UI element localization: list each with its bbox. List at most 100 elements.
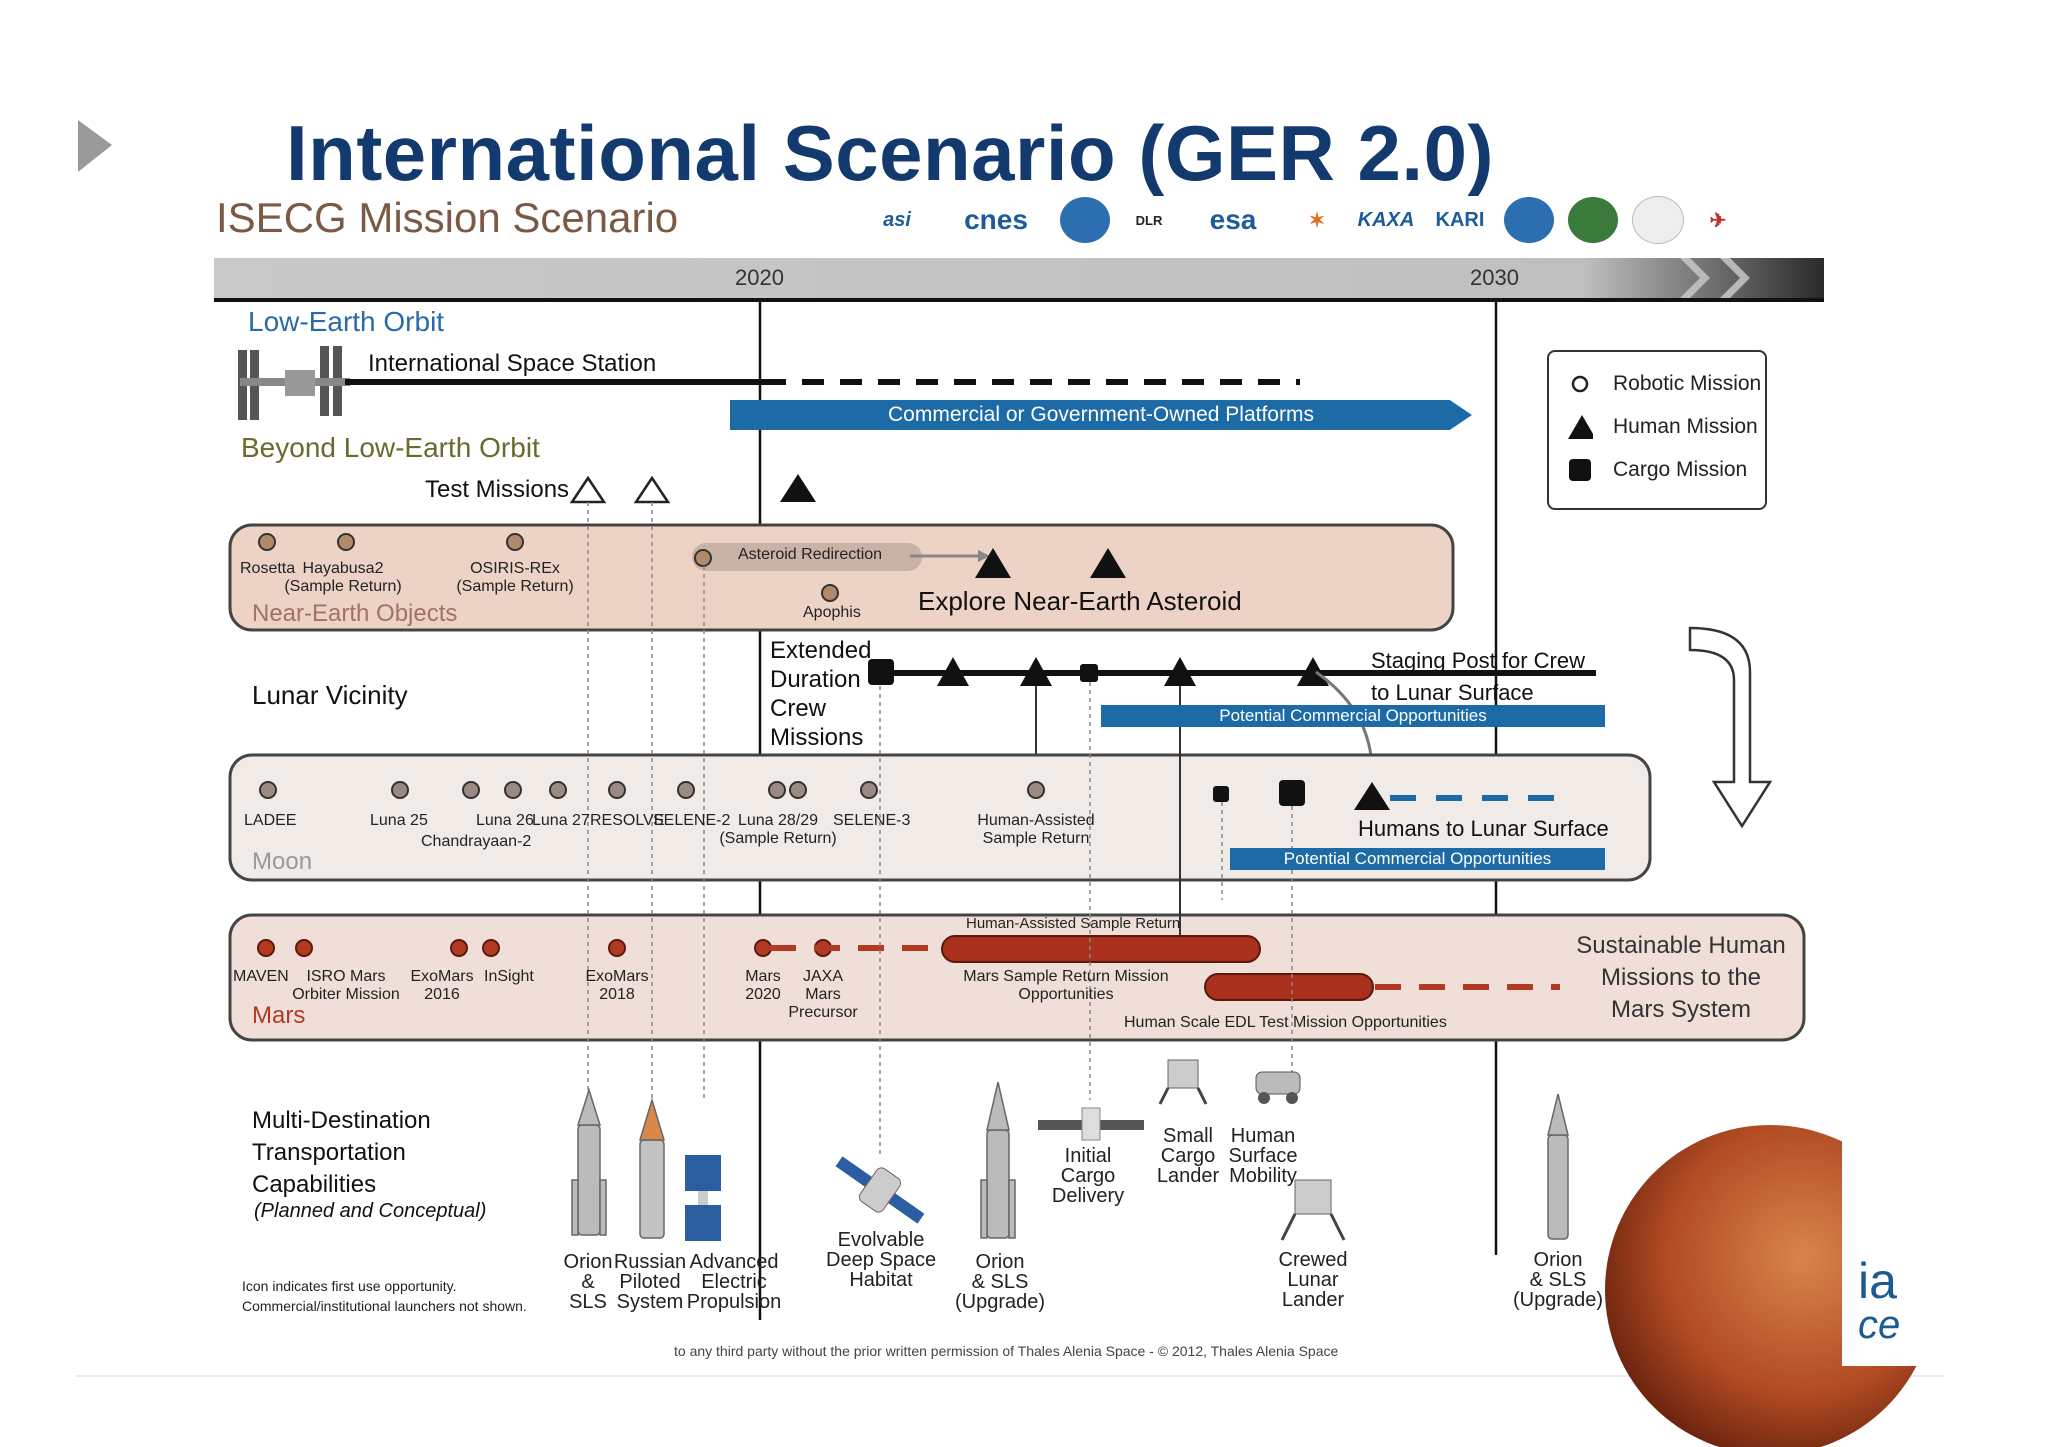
moon-commercial-banner: Potential Commercial Opportunities [1230,848,1605,870]
crewed-lunar-lander-icon [1280,1179,1346,1241]
mars-heading: Mars [252,1002,306,1029]
moon-resolve: RESOLVE [590,812,665,829]
moon-ladee: LADEE [244,812,297,829]
neo-osiris-rex: OSIRIS-REx (Sample Return) [456,560,574,595]
lunar-commercial-banner: Potential Commercial Opportunities [1101,705,1605,727]
moon-selene3: SELENE-3 [833,812,911,829]
legend-cargo: Cargo Mission [1613,458,1748,481]
tick-2030: 2030 [1470,265,1519,290]
moon-luna25: Luna 25 [370,812,428,829]
transport-small-cargo-lander: Small Cargo Lander [1156,1125,1220,1187]
mars-sample-return-bar [941,935,1261,963]
transport-surface-mobility: Human Surface Mobility [1228,1125,1298,1187]
small-cargo-lander-icon [1158,1059,1208,1105]
mars-isro: ISRO Mars Orbiter Mission [292,968,400,1003]
timeline-bar [214,258,1824,298]
rocket-orion-sls-icon [571,1087,607,1236]
leo-heading: Low-Earth Orbit [248,306,445,337]
moon-chandrayaan2: Chandrayaan-2 [421,833,532,850]
transport-orion-sls-upgrade: Orion & SLS (Upgrade) [955,1251,1046,1313]
electric-propulsion-icon [685,1155,721,1241]
extended-duration-label: Extended Duration Crew Missions [770,637,872,751]
jaxa-logo: KAXA [1357,208,1415,231]
neo-hayabusa2: Hayabusa2 (Sample Return) [284,560,402,595]
mars-jaxa-precursor: JAXA Mars Precursor [788,968,858,1021]
cargo-mission-icon [1567,458,1593,482]
moon-heading: Moon [252,848,313,875]
edl-bar [1204,973,1374,1001]
mars-exomars2016: ExoMars 2016 [410,968,474,1003]
slide-title: International Scenario (GER 2.0) [286,109,1494,197]
legend: Robotic Mission Human Mission Cargo Miss… [1547,350,1767,510]
legend-robotic: Robotic Mission [1613,372,1762,395]
platforms-banner: Commercial or Government-Owned Platforms [730,400,1472,430]
cargo-delivery-icon [1038,1107,1144,1141]
mars-exomars2018: ExoMars 2018 [585,968,649,1003]
sustainable-label: Sustainable Human Missions to the Mars S… [1576,932,1786,1023]
moon-luna27: Luna 27 [532,812,590,829]
transport-crewed-lander: Crewed Lunar Lander [1278,1249,1348,1311]
moon-luna2829: Luna 28/29 (Sample Return) [719,812,837,847]
mars-sample-return-label: Mars Sample Return Mission Opportunities [963,968,1169,1003]
scenario-title: ISECG Mission Scenario [216,194,679,241]
mars-maven: MAVEN [233,968,289,985]
uk-space-logo: ✈ [1709,209,1727,232]
moon-selene2: SELENE-2 [653,812,731,829]
rocket-orion-sls-upgrade-icon [980,1081,1016,1239]
asteroid-redirection-label: Asteroid Redirection [738,546,883,563]
test-missions-label: Test Missions [425,476,570,503]
neo-apophis: Apophis [803,604,861,621]
isro-logo: ✶ [1308,209,1326,232]
tick-2020: 2020 [735,265,784,290]
down-arrow-icon [1688,626,1773,829]
lunar-vicinity-heading: Lunar Vicinity [252,680,408,710]
mars-insight: InSight [484,968,534,985]
transport-habitat: Evolvable Deep Space Habitat [826,1229,937,1291]
dlr-logo: DLR [1135,212,1163,228]
robotic-mission-icon [1567,374,1593,394]
transport-orion-sls-upgrade-2: Orion & SLS (Upgrade) [1513,1249,1604,1311]
transport-russian: Russian Piloted System [613,1251,687,1313]
iss-label: International Space Station [368,350,657,377]
rocket-orion-sls-upgrade-2-icon [1547,1093,1569,1240]
transport-electric-propulsion: Advanced Electric Propulsion [686,1251,782,1313]
iss-icon [238,346,350,420]
asi-logo: asi [883,208,911,231]
agency-circle-logo [1632,196,1684,244]
humans-surface-label: Humans to Lunar Surface [1358,816,1609,841]
beyond-heading: Beyond Low-Earth Orbit [241,432,540,463]
rocket-russian-icon [638,1097,666,1239]
svg-text:ia: ia [1858,1253,1897,1309]
edl-label: Human Scale EDL Test Mission Opportuniti… [1124,1014,1447,1031]
agency-seal-logo [1060,197,1110,243]
neo-panel [228,523,1455,632]
transport-subheading: (Planned and Conceptual) [254,1200,487,1222]
transport-note: Icon indicates first use opportunity. Co… [242,1278,527,1314]
transport-orion-sls: Orion & SLS [563,1251,613,1313]
staging-post-label: Staging Post for Crew to Lunar Surface [1371,648,1585,705]
moon-luna26: Luna 26 [476,812,534,829]
legend-human: Human Mission [1613,415,1758,438]
neo-rosetta: Rosetta [240,560,296,577]
transport-cargo-delivery: Initial Cargo Delivery [1051,1145,1125,1207]
surface-mobility-icon [1255,1071,1301,1104]
transport-heading: Multi-Destination Transportation Capabil… [252,1107,431,1198]
footer-text: to any third party without the prior wri… [674,1343,1339,1359]
human-assisted-return-label: Human-Assisted Sample Return [966,915,1181,932]
nasa-logo [1504,197,1554,243]
esa-logo: esa [1209,204,1257,235]
roscosmos-logo [1568,197,1618,243]
svg-text:ce: ce [1858,1303,1900,1347]
slide-bullet-arrow-icon [78,120,112,172]
kari-logo: KARI [1435,208,1485,231]
moon-human-assisted: Human-Assisted Sample Return [977,812,1095,847]
mars-2020: Mars 2020 [745,968,781,1003]
explore-nea-label: Explore Near-Earth Asteroid [918,586,1242,616]
cnes-logo: cnes [964,204,1028,235]
test-mission-human-triangle [780,474,816,502]
human-mission-icon [1567,414,1593,440]
deep-space-habitat-icon [835,1156,925,1224]
neo-heading: Near-Earth Objects [252,600,458,627]
